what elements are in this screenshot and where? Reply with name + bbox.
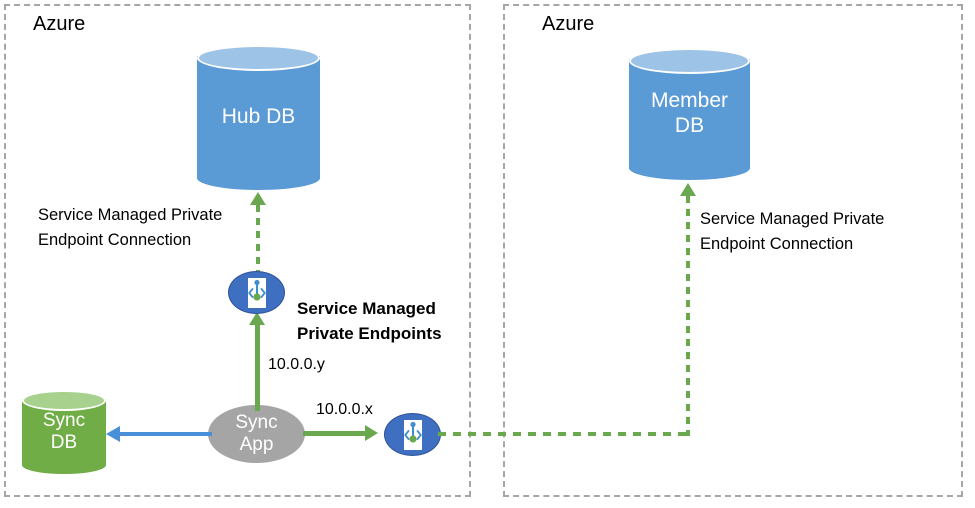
private-endpoint-icon (400, 419, 426, 450)
azure-zone-left (4, 4, 471, 497)
azure-zone-left-label: Azure (33, 13, 86, 35)
sync-db-node: Sync DB (22, 390, 106, 474)
member-db-node: Member DB (629, 48, 750, 180)
sync-app-to-sync-db-line (120, 432, 212, 436)
member-private-link-vertical (686, 196, 690, 436)
hub-db-private-link-dashed (256, 205, 260, 275)
azure-zone-right-label: Azure (542, 13, 595, 35)
hub-private-endpoint-badge[interactable] (228, 271, 285, 314)
sync-app-label-line2: App (239, 434, 274, 455)
hub-db-private-link-arrow (250, 192, 266, 205)
sync-app-label-line1: Sync (235, 412, 278, 434)
member-db-body (629, 59, 750, 169)
sync-app-to-sync-db-arrow (106, 426, 120, 442)
member-private-link-arrow (680, 183, 696, 196)
hub-db-top (197, 45, 320, 71)
ip-label-hub: 10.0.0.y (268, 356, 325, 373)
azure-zone-right (503, 4, 963, 497)
sync-app-to-hub-endpoint-arrow (249, 312, 265, 325)
sync-db-top (22, 390, 106, 411)
hub-connection-label: Service Managed Private Endpoint Connect… (38, 206, 223, 249)
hub-db-node: Hub DB (197, 45, 320, 190)
sync-app-to-member-endpoint-arrow (365, 425, 378, 441)
sync-app-to-member-endpoint-line (303, 431, 368, 436)
sync-app-to-hub-endpoint-line (255, 325, 260, 411)
member-private-endpoint-badge[interactable] (384, 413, 441, 456)
member-connection-label: Service Managed Private Endpoint Connect… (700, 210, 885, 253)
ip-label-member: 10.0.0.x (316, 401, 373, 418)
member-private-link-horizontal (438, 432, 690, 436)
hub-db-body (197, 56, 320, 179)
sync-app-node: Sync App (208, 405, 305, 463)
private-endpoint-icon (244, 277, 270, 308)
member-db-top (629, 48, 750, 74)
service-managed-private-endpoints-title: Service Managed Private Endpoints (297, 299, 442, 343)
